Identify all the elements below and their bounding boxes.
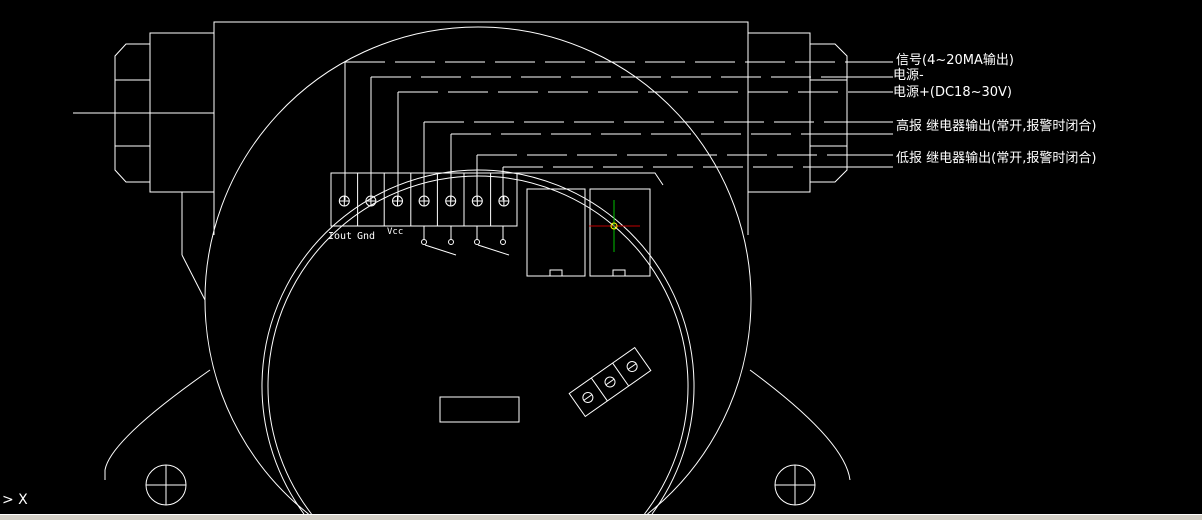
mounting-hole-left — [145, 464, 187, 506]
terminal-label-gnd: Gnd — [357, 231, 376, 242]
left-cable-gland — [73, 32, 215, 193]
mounting-hole-right — [774, 464, 816, 506]
label-low-alarm: 低报 继电器输出(常开,报警时闭合) — [896, 151, 1097, 166]
rotated-terminal — [568, 346, 652, 418]
relay-contacts — [421, 226, 510, 256]
relay-modules — [526, 188, 651, 277]
wire-leaders — [344, 61, 848, 200]
status-bar — [0, 514, 1202, 520]
label-high-alarm: 高报 继电器输出(常开,报警时闭合) — [896, 119, 1097, 134]
label-signal: 信号(4~20MA输出) — [896, 53, 1014, 68]
housing-outline — [104, 21, 851, 514]
inner-cover — [261, 169, 695, 514]
crosshair-cursor — [589, 200, 640, 252]
label-power-negative: 电源- — [893, 68, 924, 83]
right-cable-gland — [747, 32, 848, 193]
terminal-label-iout: Iout — [328, 231, 353, 242]
leader-ends — [840, 61, 893, 168]
command-prompt[interactable]: > X — [2, 492, 28, 508]
label-power-positive: 电源+(DC18~30V) — [893, 85, 1012, 100]
terminal-label-vcc: Vcc — [387, 227, 404, 237]
display-window — [439, 396, 520, 423]
